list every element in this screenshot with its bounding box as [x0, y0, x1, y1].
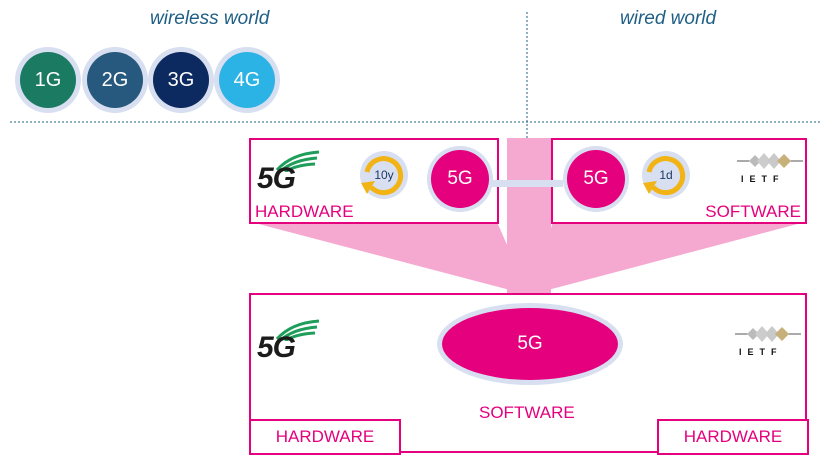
software-box: 5G 1d IETF SOFTWARE: [551, 138, 807, 224]
gen-2g-label: 2G: [101, 68, 129, 91]
hardware-left-label: HARDWARE: [275, 427, 375, 446]
software-5g-label: 5G: [583, 168, 609, 189]
hardware-5g-label: 5G: [447, 168, 473, 189]
gen-1g-label: 1G: [34, 68, 62, 91]
gen-2g-inner: 2G: [87, 52, 143, 108]
wired-world-title: wired world: [620, 8, 717, 29]
cycle-1d-label: 1d: [659, 168, 673, 182]
hardware-label: HARDWARE: [255, 202, 354, 221]
ietf-logo-icon: [737, 153, 803, 169]
cycle-arrow-icon: [360, 151, 408, 199]
software-5g-ellipse: 5G: [437, 303, 623, 385]
ietf-logo-icon: [735, 326, 801, 342]
hardware-box: 5G 10y 5G HARDWARE: [249, 138, 499, 224]
fiveg-logo: 5G: [257, 319, 320, 364]
gen-1g-inner: 1G: [20, 52, 76, 108]
fiveg-logo: 5G: [257, 150, 320, 195]
fiveg-logo-waves-icon: [275, 150, 320, 172]
gen-2g: 2G: [82, 47, 148, 113]
hardware-left-box: HARDWARE: [249, 419, 401, 455]
hardware-right-label: HARDWARE: [683, 427, 783, 446]
bubble-connector: [491, 180, 563, 187]
hardware-5g-bubble: 5G: [427, 146, 493, 212]
ietf-logo-text: IETF: [741, 174, 785, 184]
software-5g-bubble: 5G: [563, 146, 629, 212]
cycle-10y: 10y: [359, 150, 409, 200]
wireless-world-title: wireless world: [150, 8, 270, 29]
gen-3g-inner: 3G: [153, 52, 209, 108]
ietf-logo: IETF: [737, 150, 803, 190]
gen-3g-label: 3G: [167, 68, 195, 91]
fiveg-logo-text: 5G: [257, 162, 296, 195]
software-layer-label: SOFTWARE: [479, 403, 575, 422]
gen-4g-label: 4G: [233, 68, 261, 91]
hardware-right-box: HARDWARE: [657, 419, 809, 455]
gen-4g: 4G: [214, 47, 280, 113]
funnel-right: [529, 222, 805, 295]
gen-3g: 3G: [148, 47, 214, 113]
funnel-center-bar: [507, 138, 551, 295]
software-5g-inner: 5G: [567, 150, 625, 208]
software-5g-ellipse-inner: 5G: [442, 308, 618, 380]
software-label: SOFTWARE: [705, 202, 801, 221]
funnel-left: [251, 222, 529, 295]
combined-box: 5G 5G IETF SOFTWARE HARDWARE HARDWARE: [249, 293, 809, 455]
software-5g-ellipse-label: 5G: [517, 333, 543, 354]
ietf-logo-text: IETF: [739, 347, 783, 357]
gen-1g: 1G: [15, 47, 81, 113]
fiveg-logo-text: 5G: [257, 331, 296, 364]
hardware-5g-inner: 5G: [431, 150, 489, 208]
gen-4g-inner: 4G: [219, 52, 275, 108]
cycle-1d: 1d: [641, 150, 691, 200]
ietf-logo: IETF: [735, 323, 801, 363]
fiveg-logo-waves-icon: [275, 319, 320, 341]
cycle-arrow-icon: [642, 151, 690, 199]
cycle-10y-label: 10y: [374, 168, 394, 182]
